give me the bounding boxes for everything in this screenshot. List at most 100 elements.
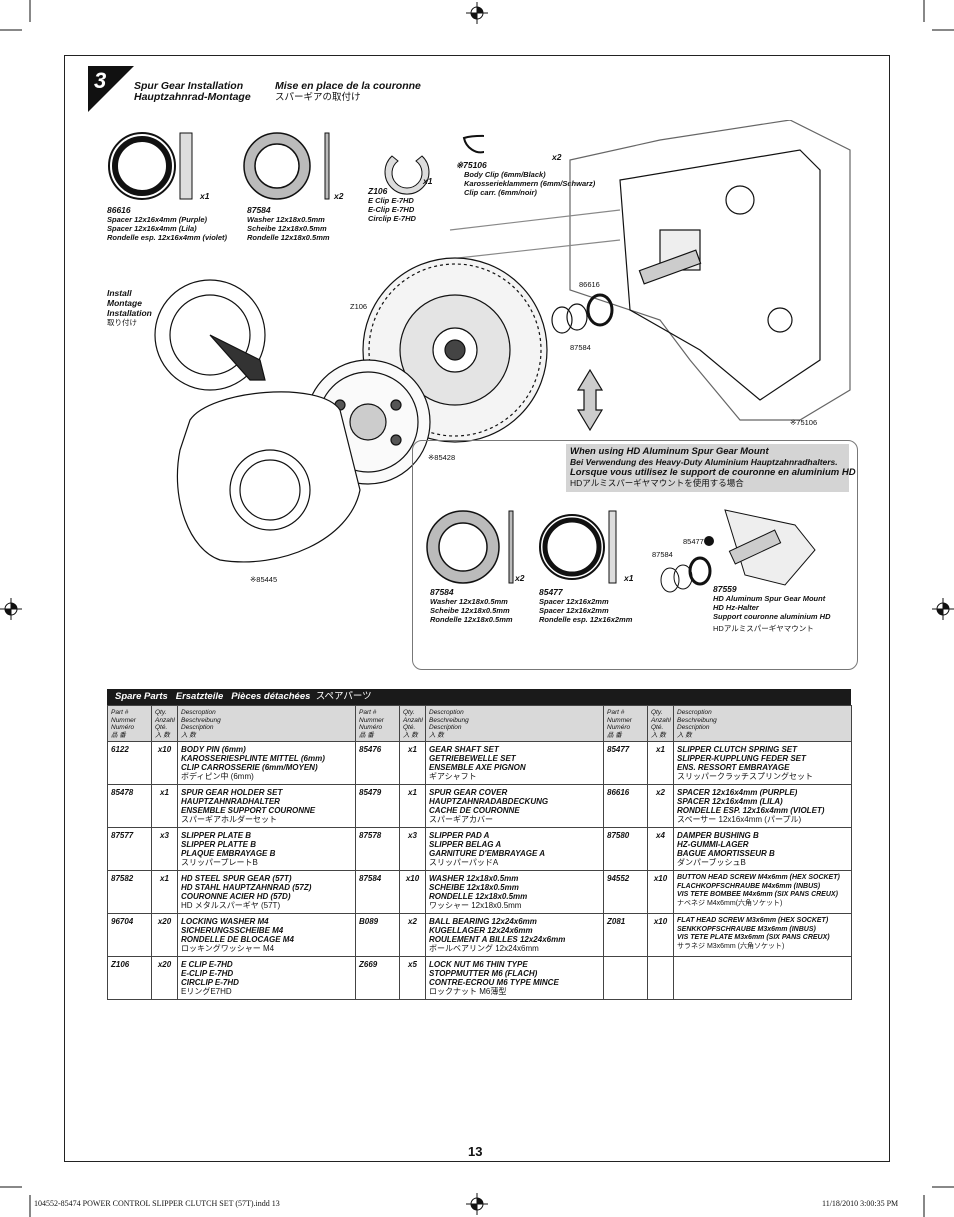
part-qty: x20 bbox=[151, 913, 178, 957]
part-qty: x10 bbox=[151, 741, 178, 785]
part-number: 87584 bbox=[355, 870, 400, 914]
page-number: 13 bbox=[468, 1144, 483, 1159]
part-qty: x10 bbox=[647, 913, 674, 957]
part-87584-qty: x2 bbox=[334, 191, 344, 201]
registration-mark-top bbox=[466, 2, 488, 24]
part-qty bbox=[647, 956, 674, 1000]
hd-mount-box bbox=[412, 440, 858, 670]
part-description: HD STEEL SPUR GEAR (57T)HD STAHL HAUPTZA… bbox=[177, 870, 356, 914]
part-number: 85479 bbox=[355, 784, 400, 828]
part-z106-label: Z106 E Clip E-7HD E-Clip E-7HD Circlip E… bbox=[368, 186, 416, 223]
footer-file-info: 104552-85474 POWER CONTROL SLIPPER CLUTC… bbox=[34, 1199, 280, 1208]
part-description: BODY PIN (6mm)KAROSSERIESPLINTE MITTEL (… bbox=[177, 741, 356, 785]
part-number: 87582 bbox=[107, 870, 152, 914]
footer-timestamp: 11/18/2010 3:00:35 PM bbox=[822, 1199, 899, 1208]
part-number: 87580 bbox=[603, 827, 648, 871]
part-75106-qty: x2 bbox=[552, 152, 562, 162]
step-title-fr: Mise en place de la couronne bbox=[275, 80, 421, 92]
step-badge bbox=[88, 66, 134, 112]
part-qty: x1 bbox=[151, 784, 178, 828]
page-frame bbox=[64, 55, 890, 1162]
part-number: 86616 bbox=[603, 784, 648, 828]
part-number: Z669 bbox=[355, 956, 400, 1000]
part-z106-qty: x1 bbox=[423, 176, 433, 186]
hd-part-85477-qty: x1 bbox=[624, 573, 634, 583]
part-number: Z106 bbox=[107, 956, 152, 1000]
part-qty: x2 bbox=[647, 784, 674, 828]
callout-85428: ※85428 bbox=[428, 453, 456, 462]
hd-part-87584-label: 87584 Washer 12x18x0.5mm Scheibe 12x18x0… bbox=[430, 587, 513, 624]
part-number: 94552 bbox=[603, 870, 648, 914]
part-qty: x3 bbox=[151, 827, 178, 871]
part-description: SPACER 12x16x4mm (PURPLE)SPACER 12x16x4m… bbox=[673, 784, 852, 828]
callout-87584: 87584 bbox=[570, 343, 591, 352]
part-87584-label: 87584 Washer 12x18x0.5mm Scheibe 12x18x0… bbox=[247, 205, 330, 242]
hd-note: When using HD Aluminum Spur Gear Mount B… bbox=[570, 446, 856, 488]
part-number: B089 bbox=[355, 913, 400, 957]
callout-85477: 85477 bbox=[683, 537, 704, 546]
part-qty: x4 bbox=[647, 827, 674, 871]
part-qty: x1 bbox=[647, 741, 674, 785]
callout-87584-hd: 87584 bbox=[652, 550, 673, 559]
hd-note-background bbox=[566, 444, 849, 492]
callout-85445: ※85445 bbox=[250, 575, 278, 584]
hd-part-85477-label: 85477 Spacer 12x16x2mm Spacer 12x16x2mm … bbox=[539, 587, 633, 624]
part-86616-label: 86616 Spacer 12x16x4mm (Purple) Spacer 1… bbox=[107, 205, 228, 242]
part-86616-qty: x1 bbox=[200, 191, 210, 201]
registration-mark-left bbox=[0, 598, 22, 620]
spare-parts-table: Spare Parts Ersatzteile Pièces détachées… bbox=[107, 689, 852, 1000]
hd-parts-illustrations bbox=[426, 509, 816, 593]
part-qty: x1 bbox=[399, 784, 426, 828]
part-number: 87577 bbox=[107, 827, 152, 871]
step-number: 3 bbox=[94, 68, 107, 93]
hd-part-87584-qty: x2 bbox=[515, 573, 525, 583]
part-number bbox=[603, 956, 648, 1000]
hd-part-87559-label: 87559 HD Aluminum Spur Gear Mount HD Hz-… bbox=[713, 584, 831, 633]
part-qty: x1 bbox=[151, 870, 178, 914]
part-number: 85476 bbox=[355, 741, 400, 785]
part-qty: x10 bbox=[647, 870, 674, 914]
part-qty: x1 bbox=[399, 741, 426, 785]
part-number: 85477 bbox=[603, 741, 648, 785]
step-title-jp: スパーギアの取付け bbox=[275, 92, 361, 103]
part-number: 6122 bbox=[107, 741, 152, 785]
part-number: 85478 bbox=[107, 784, 152, 828]
step-title-de: Hauptzahnrad-Montage bbox=[134, 91, 251, 103]
registration-mark-right bbox=[932, 598, 954, 620]
part-qty: x20 bbox=[151, 956, 178, 1000]
part-qty: x10 bbox=[399, 870, 426, 914]
part-qty: x3 bbox=[399, 827, 426, 871]
registration-mark-bottom bbox=[466, 1193, 488, 1215]
step-title-en: Spur Gear Installation bbox=[134, 80, 244, 92]
spare-parts-header: Spare Parts Ersatzteile Pièces détachées… bbox=[107, 689, 851, 705]
callout-z106: Z106 bbox=[350, 302, 368, 311]
callout-86616: 86616 bbox=[579, 280, 600, 289]
part-75106-label: ※75106 Body Clip (6mm/Black) Karosseriek… bbox=[456, 160, 596, 197]
